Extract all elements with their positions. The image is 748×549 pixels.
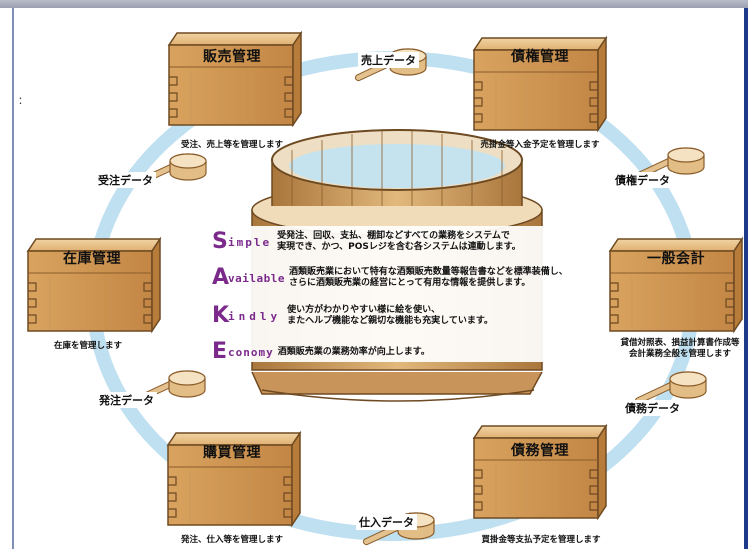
box-label-receivables: 債権管理 bbox=[511, 46, 569, 66]
skae-text-economy: 酒類販売業の業務効率が向上します。 bbox=[278, 347, 430, 358]
skae-letter-e: E bbox=[212, 341, 228, 363]
skae-text-simple: 受発注、回収、支払、棚卸などすべての業務をシステムで 実現でき、かつ、POSレジ… bbox=[277, 231, 521, 253]
skae-letter-k: K bbox=[212, 305, 228, 327]
box-desc-payables: 買掛金等支払予定を管理します bbox=[481, 535, 600, 546]
flow-label-stock: 仕入データ bbox=[356, 514, 417, 530]
flow-label-receivable: 債権データ bbox=[612, 172, 673, 188]
skae-word-economy: conomy bbox=[228, 346, 274, 359]
skae-list: S imple 受発注、回収、支払、棚卸などすべての業務をシステムで 実現でき、… bbox=[212, 227, 602, 365]
box-label-inventory: 在庫管理 bbox=[63, 248, 121, 268]
box-desc-purchasing: 発注、仕入等を管理します bbox=[181, 535, 283, 546]
skae-letter-s: S bbox=[212, 231, 228, 253]
skae-word-simple: imple bbox=[228, 236, 271, 249]
skae-letter-a: A bbox=[212, 267, 228, 289]
skae-word-available: vailable bbox=[228, 272, 285, 285]
flow-label-order: 受注データ bbox=[95, 172, 156, 188]
skae-row-available: A vailable 酒類販売業において特有な酒類販売数量等報告書などを標準装備… bbox=[212, 267, 568, 289]
skae-available-line1: 酒類販売業において特有な酒類販売数量等報告書などを標準装備し、 bbox=[289, 267, 568, 278]
box-desc-accounting-line2: 会計業務全般を管理します bbox=[620, 349, 739, 360]
skae-row-kindly: K indly 使い方がわかりやすい様に絵を使い、 またヘルプ機能など親切な機能… bbox=[212, 305, 493, 327]
skae-available-line2: さらに酒類販売業の経営にとって有用な情報を提供します。 bbox=[289, 278, 568, 289]
flow-label-purchase: 発注データ bbox=[96, 392, 157, 408]
box-label-sales: 販売管理 bbox=[203, 46, 261, 66]
skae-kindly-line2: またヘルプ機能など親切な機能も充実しています。 bbox=[287, 316, 493, 327]
box-desc-accounting: 貸借対照表、損益計算書作成等 会計業務全般を管理します bbox=[620, 338, 739, 360]
skae-kindly-line1: 使い方がわかりやすい様に絵を使い、 bbox=[287, 305, 493, 316]
box-label-purchasing: 購買管理 bbox=[203, 442, 261, 462]
box-desc-accounting-line1: 貸借対照表、損益計算書作成等 bbox=[620, 338, 739, 349]
box-label-accounting: 一般会計 bbox=[647, 248, 705, 268]
skae-row-simple: S imple 受発注、回収、支払、棚卸などすべての業務をシステムで 実現でき、… bbox=[212, 231, 521, 253]
flow-label-payable: 債務データ bbox=[622, 400, 683, 416]
box-desc-sales: 受注、売上等を管理します bbox=[181, 140, 283, 151]
skae-simple-line1: 受発注、回収、支払、棚卸などすべての業務をシステムで bbox=[277, 231, 521, 242]
skae-word-kindly: indly bbox=[228, 310, 281, 323]
skae-row-economy: E conomy 酒類販売業の業務効率が向上します。 bbox=[212, 341, 430, 363]
flow-label-sales: 売上データ bbox=[358, 52, 419, 68]
box-desc-inventory: 在庫を管理します bbox=[54, 341, 122, 352]
skae-economy-line1: 酒類販売業の業務効率が向上します。 bbox=[278, 347, 430, 358]
skae-text-kindly: 使い方がわかりやすい様に絵を使い、 またヘルプ機能など親切な機能も充実しています… bbox=[287, 305, 493, 327]
box-label-payables: 債務管理 bbox=[511, 440, 569, 460]
box-desc-receivables: 売掛金等入金予定を管理します bbox=[480, 140, 599, 151]
skae-simple-line2: 実現でき、かつ、POSレジを含む各システムは連動します。 bbox=[277, 242, 521, 253]
stray-mark: ： bbox=[18, 92, 28, 107]
skae-text-available: 酒類販売業において特有な酒類販売数量等報告書などを標準装備し、 さらに酒類販売業… bbox=[289, 267, 568, 289]
